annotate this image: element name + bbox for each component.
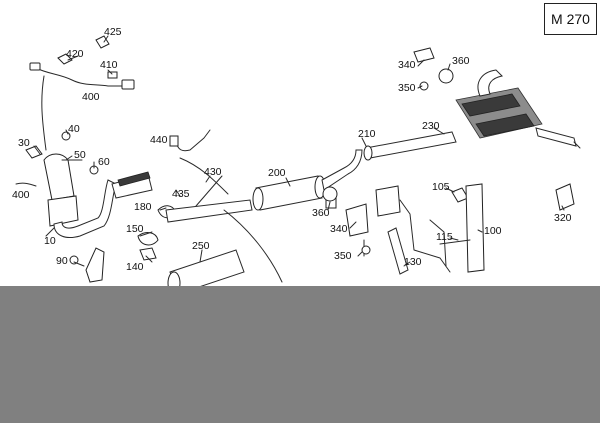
bracket-part	[69, 247, 105, 283]
callout-435: 435	[172, 188, 190, 200]
callout-90: 90	[56, 255, 68, 267]
callout-400-upper: 400	[82, 91, 100, 103]
callout-440: 440	[150, 134, 168, 146]
callout-425: 425	[104, 26, 122, 38]
callout-40: 40	[68, 123, 80, 135]
callout-250: 250	[192, 240, 210, 252]
sensor-line-and-brackets	[375, 183, 575, 275]
callout-420: 420	[66, 48, 84, 60]
callout-210: 210	[358, 128, 376, 140]
callout-400-lower: 400	[12, 189, 30, 201]
callout-60: 60	[98, 156, 110, 168]
callout-340-lower: 340	[330, 223, 348, 235]
callout-360-upper: 360	[452, 55, 470, 67]
diesel-particulate-filter	[167, 209, 283, 295]
callout-360-lower: 360	[312, 207, 330, 219]
callout-140: 140	[126, 261, 144, 273]
model-code-box: M 270	[544, 3, 597, 35]
oxygen-sensor-harness-upper	[29, 35, 135, 151]
callout-50: 50	[74, 149, 86, 161]
hanger-mounts-lower	[322, 186, 371, 257]
callout-115: 115	[436, 231, 453, 243]
callout-10: 10	[44, 235, 56, 247]
callout-150: 150	[126, 223, 144, 235]
manifold-catalytic-converter	[15, 131, 153, 238]
callout-labels: 425 420 410 400 30 40 50 60 400 10 440 4…	[12, 26, 572, 273]
callout-105: 105	[432, 181, 450, 193]
rear-muffler	[413, 47, 581, 149]
callout-130: 130	[404, 256, 422, 268]
callout-30: 30	[18, 137, 30, 149]
callout-350-upper: 350	[398, 82, 416, 94]
callout-180: 180	[134, 201, 152, 213]
callout-350-lower: 350	[334, 250, 352, 262]
callout-320: 320	[554, 212, 572, 224]
center-muffler	[252, 149, 363, 211]
callout-410: 410	[100, 59, 118, 71]
front-pipe-assembly	[137, 129, 253, 261]
callout-430: 430	[204, 166, 222, 178]
callout-200: 200	[268, 167, 286, 179]
occluded-region	[0, 286, 600, 423]
model-code-label: M 270	[551, 11, 590, 27]
callout-100: 100	[484, 225, 502, 237]
callout-340-upper: 340	[398, 59, 416, 71]
callout-230: 230	[422, 120, 440, 132]
leader-lines	[33, 35, 565, 267]
intermediate-pipe	[363, 131, 457, 161]
